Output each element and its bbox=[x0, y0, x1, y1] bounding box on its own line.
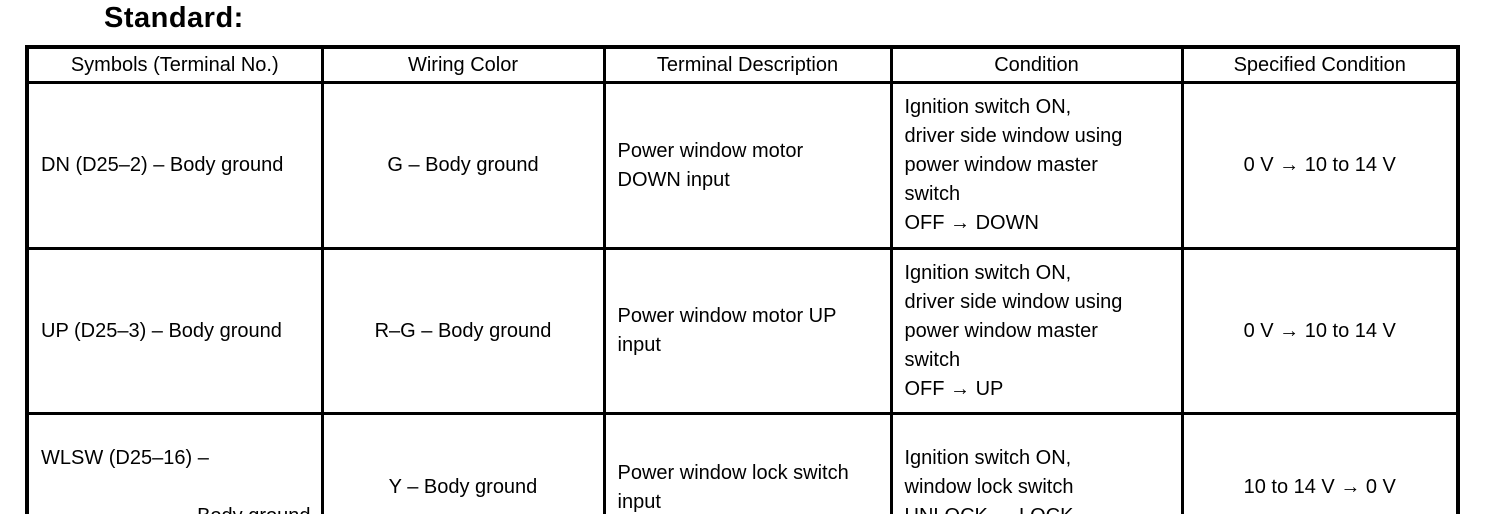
cell-symbol: UP (D25–3) – Body ground bbox=[25, 247, 324, 415]
cell-terminal-description: Power window lock switch input bbox=[602, 412, 893, 514]
column-header-specified-condition: Specified Condition bbox=[1180, 45, 1460, 84]
terminal-standard-table: Symbols (Terminal No.) Wiring Color Term… bbox=[25, 45, 1460, 514]
symbol-line-1: WLSW (D25–16) – bbox=[41, 447, 209, 469]
cell-wiring-color: G – Body ground bbox=[320, 81, 606, 250]
cell-terminal-description: Power window motor UP input bbox=[602, 247, 893, 415]
cell-specified-condition: 10 to 14 V → 0 V bbox=[1180, 412, 1460, 514]
cell-terminal-description: Power window motor DOWN input bbox=[602, 81, 893, 250]
symbol-line-2: Body ground bbox=[41, 502, 313, 514]
cell-symbol: DN (D25–2) – Body ground bbox=[25, 81, 324, 250]
cell-condition: Ignition switch ON, window lock switch U… bbox=[889, 412, 1184, 514]
cell-specified-condition: 0 V → 10 to 14 V bbox=[1180, 81, 1460, 250]
cell-specified-condition: 0 V → 10 to 14 V bbox=[1180, 247, 1460, 415]
table-row-wlsw: WLSW (D25–16) – Body ground Y – Body gro… bbox=[25, 412, 1460, 514]
column-header-symbols: Symbols (Terminal No.) bbox=[25, 45, 324, 84]
cell-condition: Ignition switch ON, driver side window u… bbox=[889, 81, 1184, 250]
column-header-wiring-color: Wiring Color bbox=[320, 45, 606, 84]
cell-symbol: WLSW (D25–16) – Body ground bbox=[25, 412, 324, 514]
column-header-condition: Condition bbox=[889, 45, 1184, 84]
cell-condition: Ignition switch ON, driver side window u… bbox=[889, 247, 1184, 415]
table-row-dn: DN (D25–2) – Body ground G – Body ground… bbox=[25, 81, 1460, 250]
column-header-terminal-description: Terminal Description bbox=[602, 45, 893, 84]
section-title: Standard: bbox=[104, 2, 244, 34]
table-row-up: UP (D25–3) – Body ground R–G – Body grou… bbox=[25, 247, 1460, 415]
cell-wiring-color: R–G – Body ground bbox=[320, 247, 606, 415]
cell-wiring-color: Y – Body ground bbox=[320, 412, 606, 514]
header-row: Symbols (Terminal No.) Wiring Color Term… bbox=[25, 45, 1460, 84]
